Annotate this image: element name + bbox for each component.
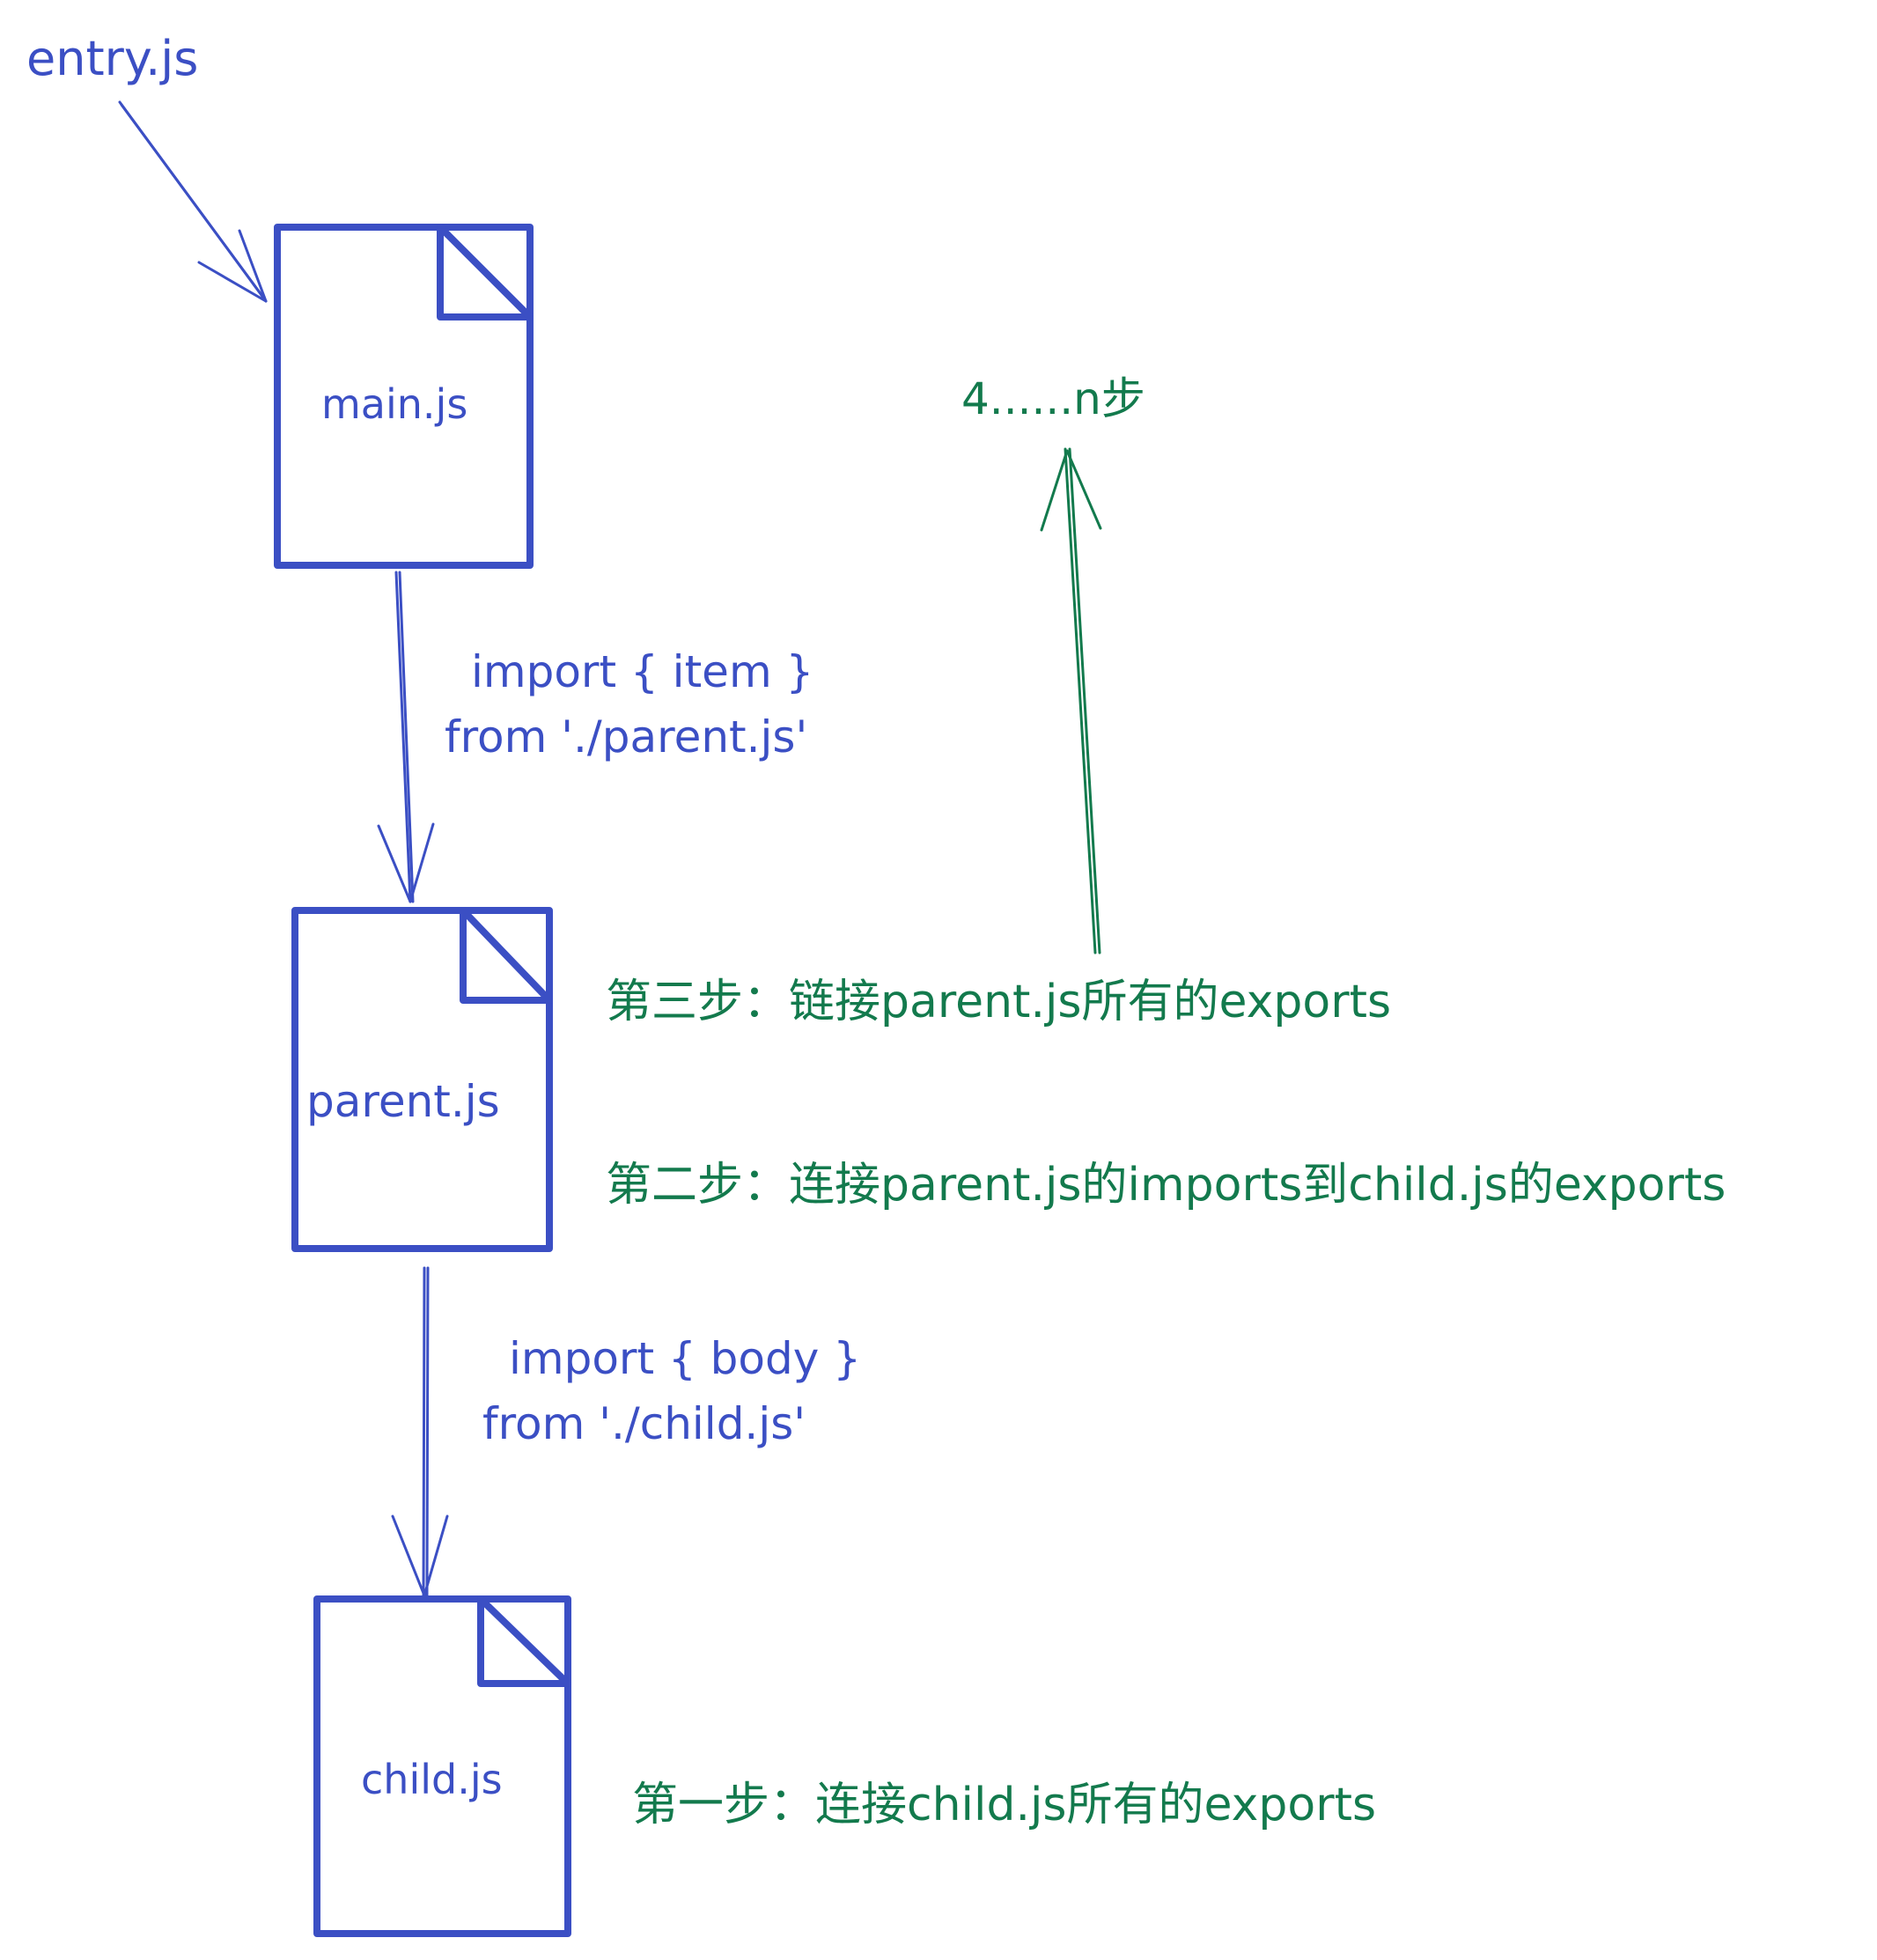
entry-label: entry.js — [26, 31, 199, 86]
step-1-label: 第一步：连接child.js所有的exports — [632, 1779, 1377, 1831]
step-3-label: 第三步：链接parent.js所有的exports — [606, 976, 1392, 1028]
import-statement-parent: import { item } from './parent.js' — [445, 639, 813, 770]
import-arrow-parent-to-child — [391, 1266, 449, 1597]
import-line-1: import { item } — [471, 646, 814, 697]
main-file-icon — [274, 224, 534, 569]
parent-file-name: parent.js — [306, 1076, 500, 1127]
main-file-name: main.js — [321, 380, 468, 428]
step-n-label: 4......n步 — [961, 373, 1145, 424]
import-line-2: from './parent.js' — [445, 711, 808, 763]
import-line-1: import { body } — [509, 1333, 862, 1384]
step-2-label: 第二步：连接parent.js的imports到child.js的exports — [606, 1159, 1726, 1212]
child-file-icon — [313, 1595, 571, 1937]
import-statement-child: import { body } from './child.js' — [482, 1326, 861, 1456]
upward-arrow — [1040, 447, 1102, 954]
parent-file-icon — [291, 907, 553, 1252]
child-file-name: child.js — [361, 1756, 503, 1803]
entry-arrow — [118, 100, 268, 303]
import-arrow-main-to-parent — [377, 571, 435, 903]
import-line-2: from './child.js' — [482, 1398, 806, 1449]
